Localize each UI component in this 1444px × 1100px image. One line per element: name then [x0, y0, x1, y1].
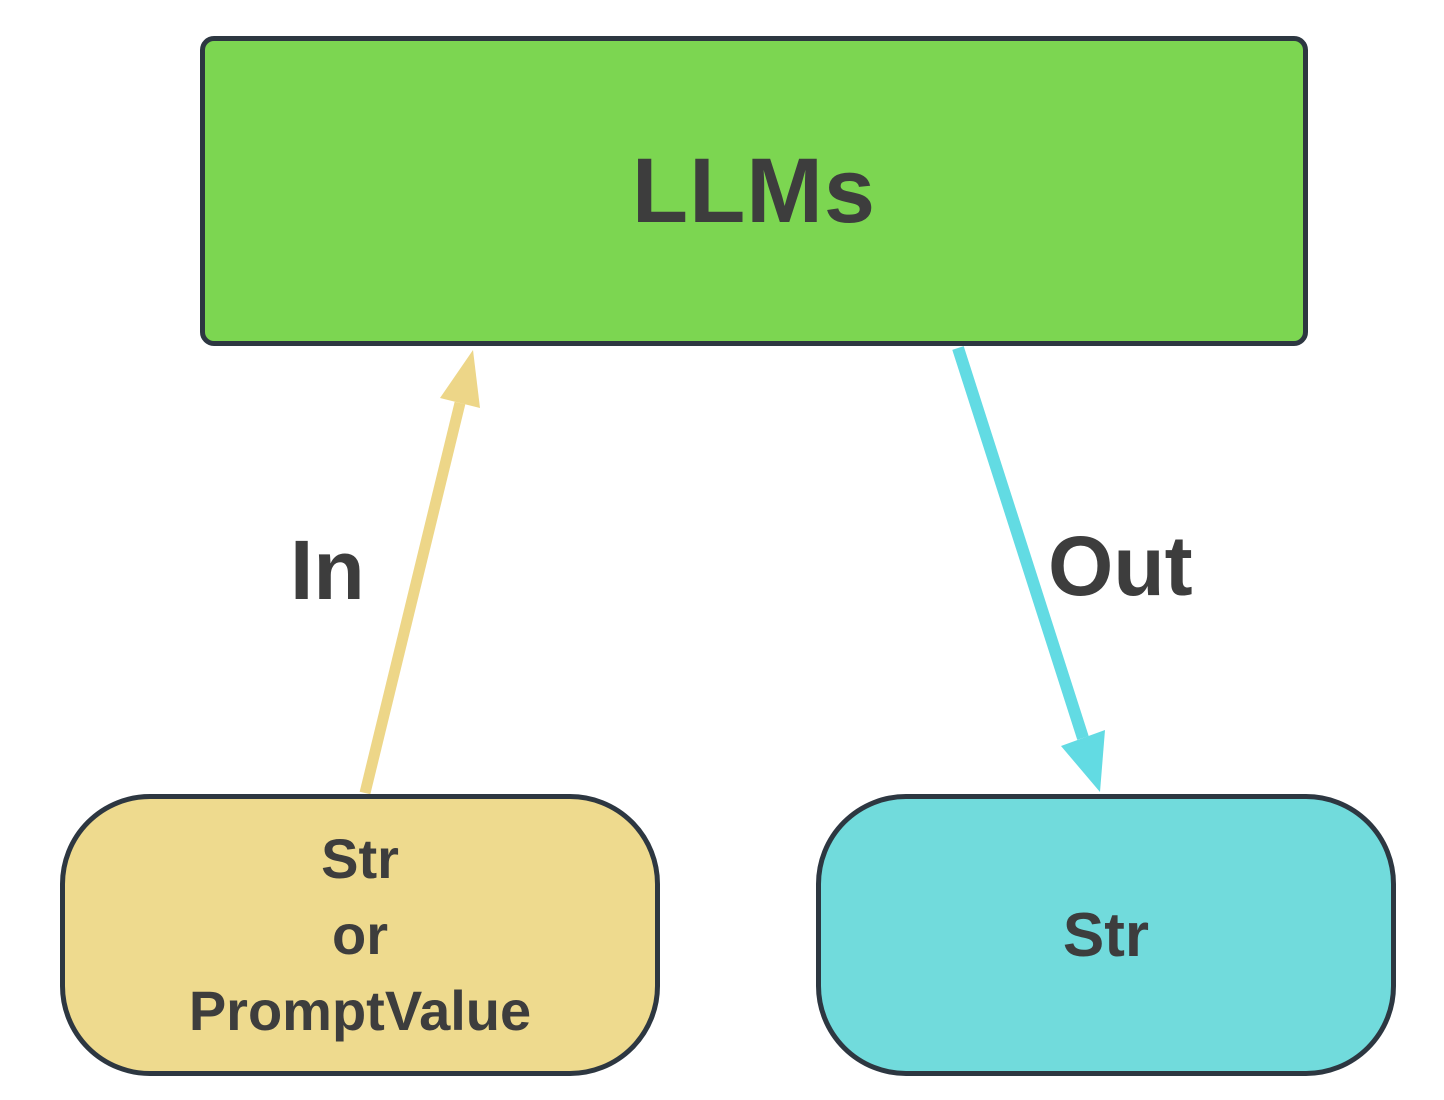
in-arrow: [359, 350, 480, 795]
input-node-label-line-2: or: [332, 903, 388, 966]
in-arrow-head: [440, 350, 480, 408]
llms-node-label: LLMs: [631, 139, 877, 242]
in-arrow-shaft: [359, 401, 466, 795]
out-edge-label: Out: [1048, 519, 1193, 613]
input-node-label-line-3: PromptValue: [188, 979, 532, 1042]
input-node-label-line-1: Str: [321, 827, 399, 890]
llms-node: LLMs: [200, 36, 1308, 346]
in-edge-label: In: [290, 523, 365, 617]
output-node: Str: [816, 794, 1396, 1076]
input-node: Str or PromptValue: [60, 794, 660, 1076]
out-arrow-head: [1061, 730, 1105, 792]
output-node-label: Str: [1062, 900, 1150, 970]
